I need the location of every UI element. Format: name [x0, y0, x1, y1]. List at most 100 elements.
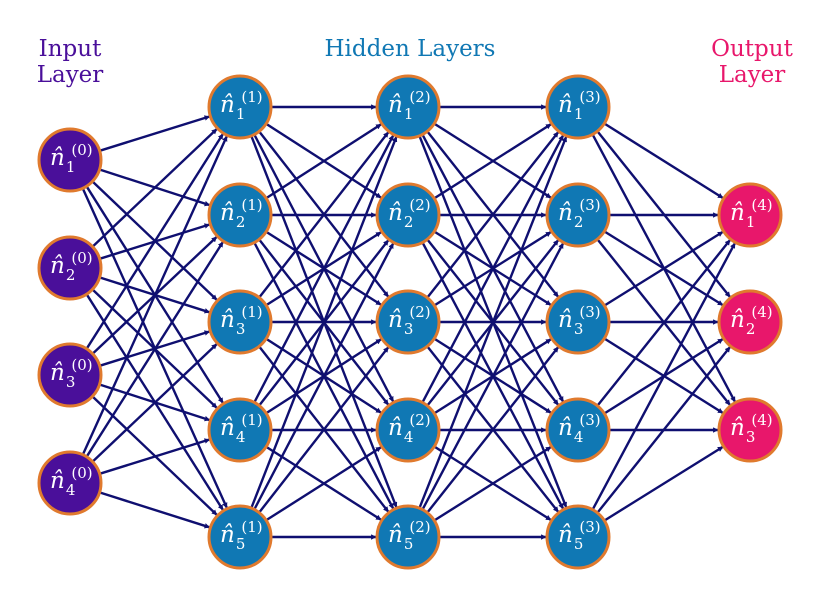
node-label-superscript: (2) — [409, 196, 430, 214]
node-label-subscript: 3 — [66, 373, 76, 391]
node-layer2-5: n̂5(2) — [375, 504, 441, 570]
input-layer-title-line1: Input — [38, 36, 102, 62]
node-layer3-4: n̂4(3) — [545, 397, 611, 463]
node-layer1-2: n̂2(1) — [207, 182, 273, 248]
node-layer1-5: n̂5(1) — [207, 504, 273, 570]
output-layer-title-line2: Layer — [718, 62, 786, 88]
node-label-superscript: (4) — [751, 196, 772, 214]
edge-l1n3-to-l2n1 — [258, 131, 390, 299]
node-label-subscript: 2 — [236, 213, 246, 231]
node-label-base: n̂ — [558, 522, 573, 548]
node-circle — [37, 342, 103, 408]
node-circle — [545, 289, 611, 355]
node-label: n̂3(1) — [220, 303, 263, 338]
input-layer-title-line2: Layer — [36, 62, 104, 88]
node-label-base: n̂ — [730, 200, 745, 226]
node-label: n̂1(0) — [50, 141, 93, 176]
node-layer3-2: n̂2(3) — [545, 182, 611, 248]
node-label-subscript: 3 — [746, 428, 756, 446]
node-label-base: n̂ — [388, 522, 403, 548]
node-circle — [545, 182, 611, 248]
node-label-superscript: (1) — [241, 303, 262, 321]
node-layer3-1: n̂1(3) — [545, 74, 611, 140]
node-label-base: n̂ — [558, 200, 573, 226]
hidden-layers-title-text: Hidden Layers — [324, 36, 496, 62]
node-layer0-3: n̂3(0) — [37, 342, 103, 408]
node-label: n̂4(3) — [558, 411, 601, 446]
node-layer4-3: n̂3(4) — [717, 397, 783, 463]
node-label-superscript: (3) — [579, 518, 600, 536]
edge-l0n4-to-l1n5 — [99, 491, 211, 529]
node-label-superscript: (2) — [409, 303, 430, 321]
node-label-subscript: 4 — [236, 428, 246, 446]
node-label-subscript: 3 — [574, 320, 584, 338]
node-circle — [207, 289, 273, 355]
node-label-subscript: 3 — [236, 320, 246, 338]
node-circle — [207, 397, 273, 463]
node-layer1-3: n̂3(1) — [207, 289, 273, 355]
node-circle — [37, 127, 103, 193]
node-label: n̂3(4) — [730, 411, 773, 446]
node-label-superscript: (1) — [241, 518, 262, 536]
node-layer4-1: n̂1(4) — [717, 182, 783, 248]
output-layer-title: Output Layer — [692, 36, 812, 88]
node-label-subscript: 1 — [404, 105, 414, 123]
edge-l2n2-to-l3n1 — [433, 123, 552, 200]
node-label-superscript: (0) — [71, 249, 92, 267]
neurons: n̂1(0)n̂2(0)n̂3(0)n̂4(0)n̂1(1)n̂2(1)n̂3(… — [37, 74, 783, 570]
edge-l2n4-to-l3n1 — [421, 134, 565, 404]
edge-l2n5-to-l3n4 — [433, 445, 552, 522]
node-circle — [207, 182, 273, 248]
node-circle — [37, 450, 103, 516]
edge-l1n5-to-l2n4 — [265, 446, 382, 522]
node-circle — [37, 235, 103, 301]
node-label-subscript: 3 — [404, 320, 414, 338]
node-label-base: n̂ — [220, 92, 235, 118]
node-label: n̂1(4) — [730, 196, 773, 231]
node-label: n̂2(3) — [558, 196, 601, 231]
node-label-base: n̂ — [388, 415, 403, 441]
node-label-base: n̂ — [388, 200, 403, 226]
node-label-subscript: 2 — [404, 213, 414, 231]
edge-l2n5-to-l3n3 — [426, 346, 560, 514]
node-circle — [375, 74, 441, 140]
edge-l0n4-to-l1n2 — [85, 241, 224, 458]
node-circle — [717, 182, 783, 248]
node-label-subscript: 1 — [236, 105, 246, 123]
hidden-layers-title: Hidden Layers — [310, 36, 510, 62]
node-label: n̂3(3) — [558, 303, 601, 338]
node-label: n̂4(1) — [220, 411, 263, 446]
node-layer1-1: n̂1(1) — [207, 74, 273, 140]
node-label: n̂1(1) — [220, 88, 263, 123]
node-layer2-3: n̂3(2) — [375, 289, 441, 355]
node-label-base: n̂ — [558, 92, 573, 118]
node-label-superscript: (3) — [579, 411, 600, 429]
node-layer1-4: n̂4(1) — [207, 397, 273, 463]
node-layer3-3: n̂3(3) — [545, 289, 611, 355]
edge-l1n5-to-l2n2 — [253, 242, 395, 511]
edge-l1n4-to-l2n1 — [253, 134, 395, 404]
node-layer0-4: n̂4(0) — [37, 450, 103, 516]
node-label-superscript: (4) — [751, 303, 772, 321]
node-label-subscript: 1 — [574, 105, 584, 123]
node-label: n̂5(3) — [558, 518, 601, 553]
edge-l2n5-to-l3n1 — [418, 136, 568, 509]
node-label-superscript: (2) — [409, 411, 430, 429]
node-label-subscript: 5 — [236, 535, 246, 553]
node-label-superscript: (3) — [579, 196, 600, 214]
edge-l1n2-to-l2n1 — [265, 123, 382, 200]
edge-l3n5-to-l4n1 — [591, 242, 736, 511]
node-label-superscript: (2) — [409, 88, 430, 106]
edge-l2n3-to-l3n1 — [426, 131, 560, 299]
node-circle — [717, 397, 783, 463]
edge-l2n5-to-l3n2 — [421, 242, 565, 511]
node-label-subscript: 2 — [746, 320, 756, 338]
node-label-base: n̂ — [50, 468, 65, 494]
node-label-base: n̂ — [50, 360, 65, 386]
node-label-base: n̂ — [220, 307, 235, 333]
node-circle — [545, 397, 611, 463]
input-layer-title: Input Layer — [15, 36, 125, 88]
node-label-subscript: 4 — [574, 428, 584, 446]
node-label-subscript: 4 — [404, 428, 414, 446]
